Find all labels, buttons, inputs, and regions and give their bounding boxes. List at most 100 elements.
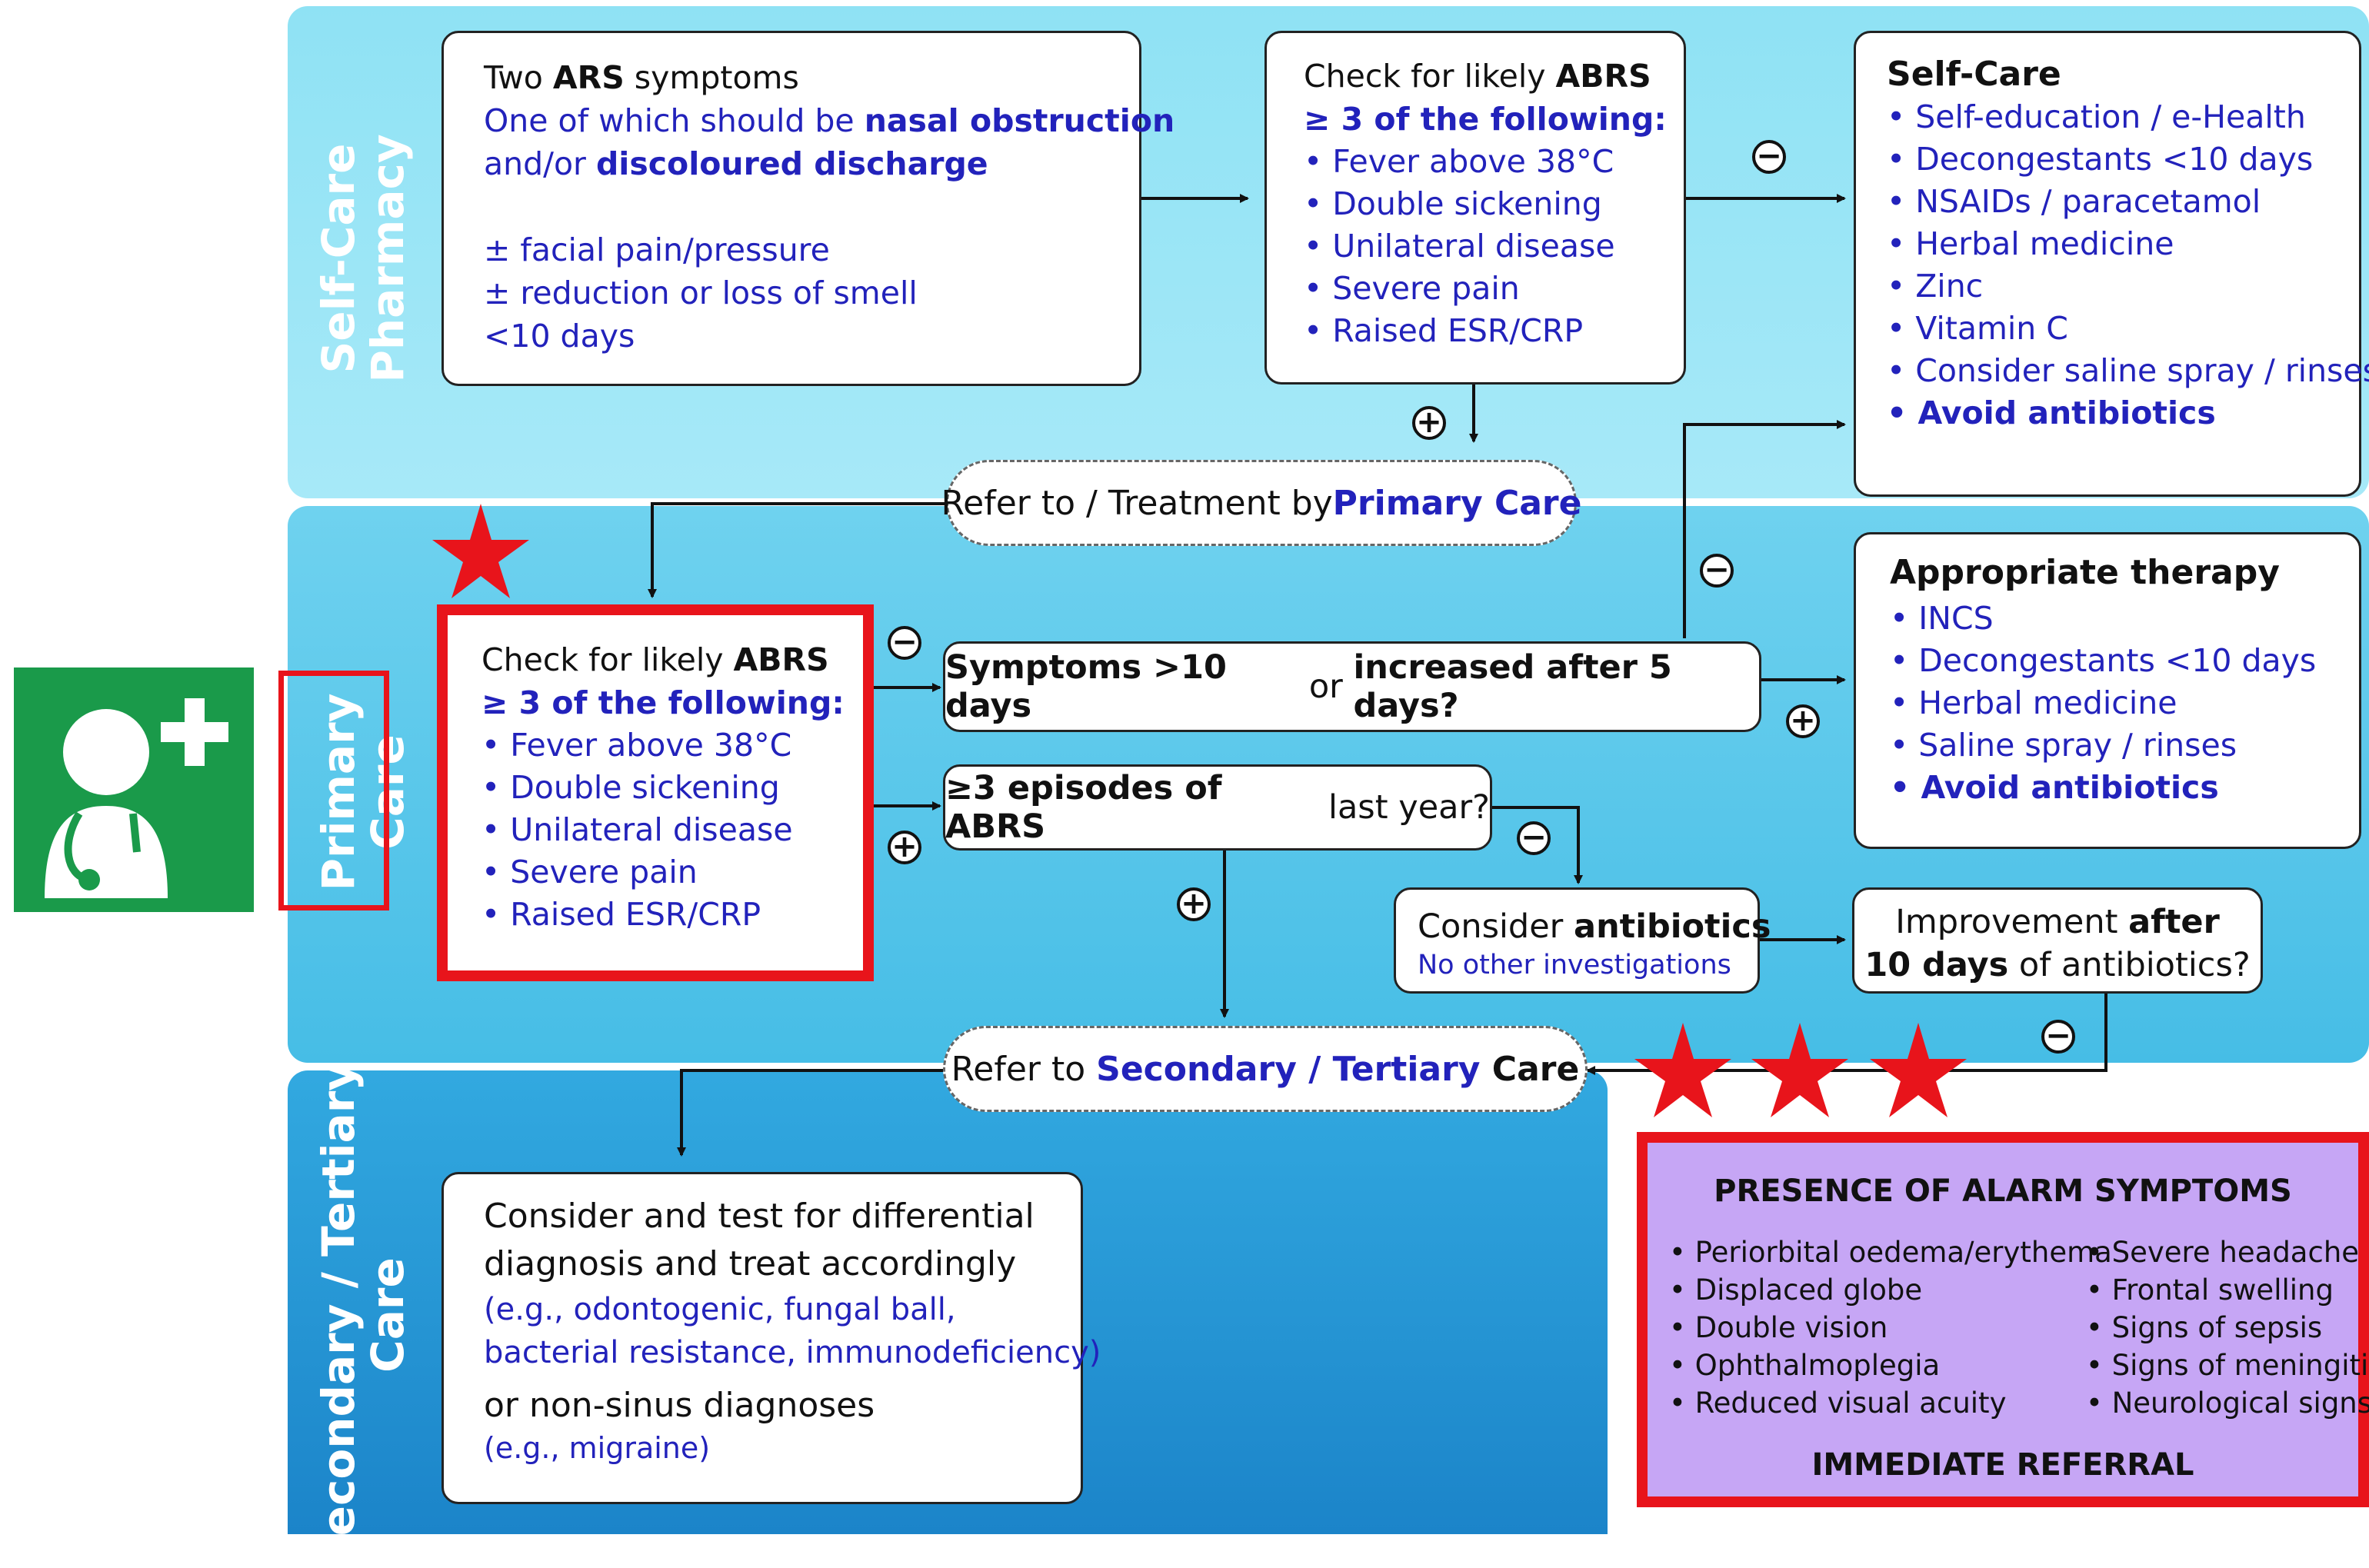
refer-secondary-post: Care [1480, 1049, 1580, 1089]
check-pc-item: Fever above 38°C [481, 724, 863, 767]
alarm-symptoms-box: PRESENCE OF ALARM SYMPTOMS Periorbital o… [1637, 1132, 2369, 1507]
secondary-line4: bacterial resistance, immunodeficiency) [484, 1335, 1101, 1370]
symptoms-q-bold1: Symptoms >10 days [945, 648, 1227, 725]
symptoms-duration-question: Symptoms >10 days or increased after 5 d… [943, 641, 1761, 732]
check-abrs-selfcare-box: Check for likely ABRS ≥ 3 of the followi… [1264, 31, 1686, 385]
minus-sign-icon: − [2041, 1020, 2075, 1054]
self-care-item: NSAIDs / paracetamol [1887, 181, 2359, 223]
alarm-right-item: Signs of meningitis [2086, 1347, 2369, 1384]
check-sc-item: Fever above 38°C [1304, 141, 1684, 183]
improvement-question-box: Improvement after 10 days of antibiotics… [1852, 887, 2263, 994]
episodes-q-bold: ≥3 episodes of ABRS [945, 769, 1222, 846]
ars-symptoms-box: Two ARS symptoms One of which should be … [441, 31, 1175, 386]
secondary-line1: Consider and test for differential [484, 1197, 1035, 1236]
minus-sign-icon: − [1752, 140, 1786, 174]
minus-sign-icon: − [888, 626, 921, 660]
alarm-right-item: Neurological signs [2086, 1384, 2369, 1422]
self-care-title: Self-Care [1887, 55, 2061, 94]
alarm-left-item: Periorbital oedema/erythema [1669, 1233, 2112, 1271]
ars-line2-bold: nasal obstruction [864, 102, 1175, 139]
check-pc-title-pre: Check for likely [481, 641, 734, 678]
appropriate-item: INCS [1890, 598, 2359, 640]
abrs-episodes-question: ≥3 episodes of ABRS last year? [943, 764, 1492, 851]
secondary-line5: or non-sinus diagnoses [484, 1386, 875, 1425]
consider-antibiotics-box: Consider antibiotics No other investigat… [1394, 887, 1771, 994]
antibiotics-sub: No other investigations [1418, 950, 1731, 980]
minus-sign-icon: − [1517, 821, 1551, 855]
differential-diagnosis-box: Consider and test for differential diagn… [441, 1172, 1101, 1504]
alarm-left-item: Displaced globe [1669, 1271, 2112, 1309]
plus-sign-icon: + [888, 831, 921, 864]
episodes-q-post: last year? [1318, 788, 1490, 827]
minus-sign-icon: − [1700, 554, 1734, 588]
refer-primary-pre: Refer to / Treatment by [941, 483, 1333, 523]
self-care-item: Consider saline spray / rinses [1887, 350, 2369, 392]
alarm-left-item: Ophthalmoplegia [1669, 1347, 2112, 1384]
doctor-plus-icon [14, 667, 254, 912]
appropriate-avoid-antibiotics: Avoid antibiotics [1890, 767, 2359, 809]
check-pc-item: Double sickening [481, 767, 863, 809]
symptoms-q-bold2: increased after 5 days? [1353, 648, 1672, 725]
red-star-icons [432, 504, 1967, 1117]
check-sc-item: Unilateral disease [1304, 225, 1684, 268]
flow-arrows [648, 194, 2107, 1157]
check-sc-item: Severe pain [1304, 268, 1684, 310]
ars-line3-bold: discoloured discharge [595, 145, 988, 182]
refer-primary-bold: Primary Care [1332, 483, 1582, 523]
refer-secondary-pre: Refer to [951, 1049, 1097, 1089]
secondary-line3: (e.g., odontogenic, fungal ball, [484, 1292, 956, 1327]
alarm-footer: IMMEDIATE REFERRAL [1811, 1447, 2194, 1483]
check-pc-item: Raised ESR/CRP [481, 894, 863, 936]
self-care-item: Decongestants <10 days [1887, 138, 2359, 181]
self-care-item: Vitamin C [1887, 308, 2359, 350]
alarm-left-item: Reduced visual acuity [1669, 1384, 2112, 1422]
plus-sign-icon: + [1786, 704, 1820, 738]
plus-sign-icon: + [1177, 887, 1211, 921]
appropriate-therapy-box: Appropriate therapy INCS Decongestants <… [1854, 532, 2361, 849]
symptoms-q-mid: or [1298, 667, 1354, 706]
check-abrs-primary-box: Check for likely ABRS ≥ 3 of the followi… [448, 615, 863, 970]
star-icon [1634, 1023, 1731, 1117]
appropriate-therapy-title: Appropriate therapy [1890, 553, 2280, 592]
self-care-avoid-antibiotics: Avoid antibiotics [1887, 392, 2359, 434]
self-care-item: Zinc [1887, 265, 2359, 308]
improvement-l1-bold: after [2128, 903, 2220, 941]
antibiotics-bold: antibiotics [1574, 907, 1771, 946]
alarm-right-item: Severe headache [2086, 1233, 2369, 1271]
antibiotics-pre: Consider [1418, 907, 1574, 946]
ars-extra-3: <10 days [484, 318, 635, 355]
ars-extra-1: ± facial pain/pressure [484, 231, 830, 268]
ars-line3-pre: and/or [484, 145, 596, 182]
check-pc-item: Unilateral disease [481, 809, 863, 851]
appropriate-item: Decongestants <10 days [1890, 640, 2359, 682]
refer-secondary-bold: Secondary / Tertiary [1096, 1049, 1481, 1089]
alarm-right-item: Frontal swelling [2086, 1271, 2369, 1309]
secondary-line2: diagnosis and treat accordingly [484, 1244, 1017, 1283]
appropriate-item: Saline spray / rinses [1890, 724, 2359, 767]
ars-extra-2: ± reduction or loss of smell [484, 275, 918, 311]
primary-care-highlight-frame [278, 671, 389, 911]
check-sc-item: Double sickening [1304, 183, 1684, 225]
ars-title-pre: Two [484, 59, 553, 96]
check-sc-subtitle: ≥ 3 of the following: [1304, 101, 1667, 138]
improvement-l1-pre: Improvement [1895, 903, 2129, 941]
check-abrs-primary-frame [437, 604, 874, 981]
check-pc-title-bold: ABRS [733, 641, 829, 678]
self-care-item: Herbal medicine [1887, 223, 2359, 265]
check-sc-title-pre: Check for likely [1304, 58, 1556, 95]
check-pc-subtitle: ≥ 3 of the following: [481, 684, 845, 721]
ars-line2-pre: One of which should be [484, 102, 865, 139]
plus-sign-icon: + [1412, 406, 1446, 440]
appropriate-item: Herbal medicine [1890, 682, 2359, 724]
self-care-item: Self-education / e-Health [1887, 96, 2359, 138]
alarm-left-item: Double vision [1669, 1309, 2112, 1347]
star-icon [1751, 1023, 1848, 1117]
ars-title-post: symptoms [624, 59, 799, 96]
star-icon [1870, 1023, 1967, 1117]
check-sc-title-bold: ABRS [1555, 58, 1651, 95]
improvement-l2-post: of antibiotics? [2008, 946, 2251, 984]
alarm-title: PRESENCE OF ALARM SYMPTOMS [1714, 1174, 2292, 1209]
ars-title-bold: ARS [552, 59, 625, 96]
check-pc-item: Severe pain [481, 851, 863, 894]
alarm-right-item: Signs of sepsis [2086, 1309, 2369, 1347]
